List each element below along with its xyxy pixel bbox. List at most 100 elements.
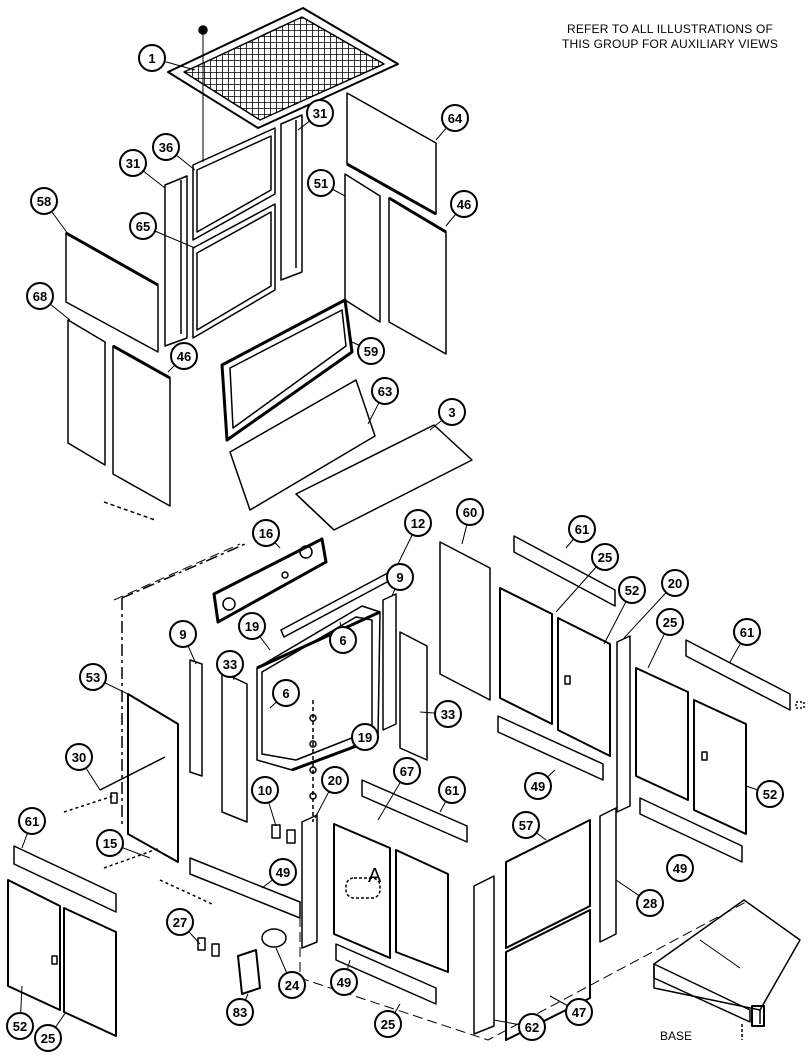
post-20-right [616,635,631,813]
callout-bubble [441,104,469,132]
callout-bubble [269,858,297,886]
callout-bubble [34,1024,62,1052]
callout-number: 24 [285,978,300,993]
callout-number: 83 [233,1005,247,1020]
callout-bubble [438,398,466,426]
callout-bubble [568,515,596,543]
callout-bubble [138,44,166,72]
rail-61-side [685,639,805,711]
side-panel-46-upper [388,196,447,355]
callout-number: 61 [25,814,39,829]
callout-bubble [404,509,432,537]
callout-bubble [169,620,197,648]
base-label: BASE [660,1029,692,1043]
callout-27: 27 [166,908,194,936]
callout-bubble [666,854,694,882]
callout-number: 33 [441,707,455,722]
callout-bubble [656,608,684,636]
callout-number: 25 [598,550,612,565]
callout-bubble [438,776,466,804]
view-a-marker [345,877,381,899]
callout-number: 27 [173,915,187,930]
callout-bubble [756,780,784,808]
callout-bubble [565,998,593,1026]
filler-panel-33-left [221,671,248,823]
callout-9: 9 [169,620,197,648]
callout-10: 10 [251,776,279,804]
callout-bubble [371,377,399,405]
filler-panel-33-right [399,631,428,761]
callout-number: 58 [37,194,51,209]
control-panel-16 [212,537,328,624]
roof-deflector-63 [229,379,376,511]
callout-33: 33 [434,700,462,728]
callout-31: 31 [119,149,147,177]
callout-33: 33 [216,650,244,678]
callout-bubble [636,889,664,917]
callout-51: 51 [307,169,335,197]
side-panel-51 [344,173,381,323]
callout-number: 10 [258,783,272,798]
callout-number: 52 [13,1019,27,1034]
rear-door-pair-25-52 [499,587,611,757]
callout-number: 49 [337,975,351,990]
callout-6: 6 [272,679,300,707]
callout-25: 25 [656,608,684,636]
rail-49-front [335,943,437,1005]
callout-number: 25 [663,615,677,630]
callout-25: 25 [34,1024,62,1052]
callout-bubble [226,998,254,1026]
side-panel-46-lower [103,344,171,521]
callout-bubble [129,212,157,240]
reference-note-line-1: REFER TO ALL ILLUSTRATIONS OF [566,22,774,36]
callout-bubble [351,723,379,751]
callout-number: 30 [72,750,86,765]
callout-19: 19 [351,723,379,751]
side-panel-60 [439,541,491,701]
gasket-83 [237,949,261,995]
callout-63: 63 [371,377,399,405]
callout-number: 61 [575,522,589,537]
callout-1: 1 [138,44,166,72]
callout-number: 19 [245,619,259,634]
callout-bubble [434,700,462,728]
callout-number: 52 [625,583,639,598]
door-panel-53 [99,543,246,863]
callout-60: 60 [456,498,484,526]
callout-bubble [357,337,385,365]
callout-52: 52 [618,576,646,604]
callout-bubble [661,569,689,597]
post-9-left [189,659,203,777]
callout-46: 46 [170,342,198,370]
callout-49: 49 [330,968,358,996]
callout-number: 68 [33,289,47,304]
callout-bubble [512,811,540,839]
callout-number: 57 [519,818,533,833]
callout-number: 16 [259,526,273,541]
corner-post-31-left [164,175,188,347]
callout-57: 57 [512,811,540,839]
post-9-right [382,593,397,731]
callout-30: 30 [65,743,93,771]
callout-bubble [79,663,107,691]
rail-61-left [13,845,117,913]
callout-number: 1 [148,51,155,66]
callout-67: 67 [393,757,421,785]
bracket-10 [271,824,296,844]
callout-number: 33 [223,657,237,672]
rail-49-side [639,797,743,863]
view-marker-a: A [368,865,382,887]
callout-31: 31 [306,99,334,127]
callout-46: 46 [450,190,478,218]
base-outline [113,543,747,1041]
rail-61-center [361,779,468,843]
callout-number: 61 [740,625,754,640]
callout-number: 25 [41,1031,55,1046]
callout-bubble [26,282,54,310]
callout-bubble [386,563,414,591]
callout-number: 9 [396,570,403,585]
callout-68: 68 [26,282,54,310]
callout-28: 28 [636,889,664,917]
